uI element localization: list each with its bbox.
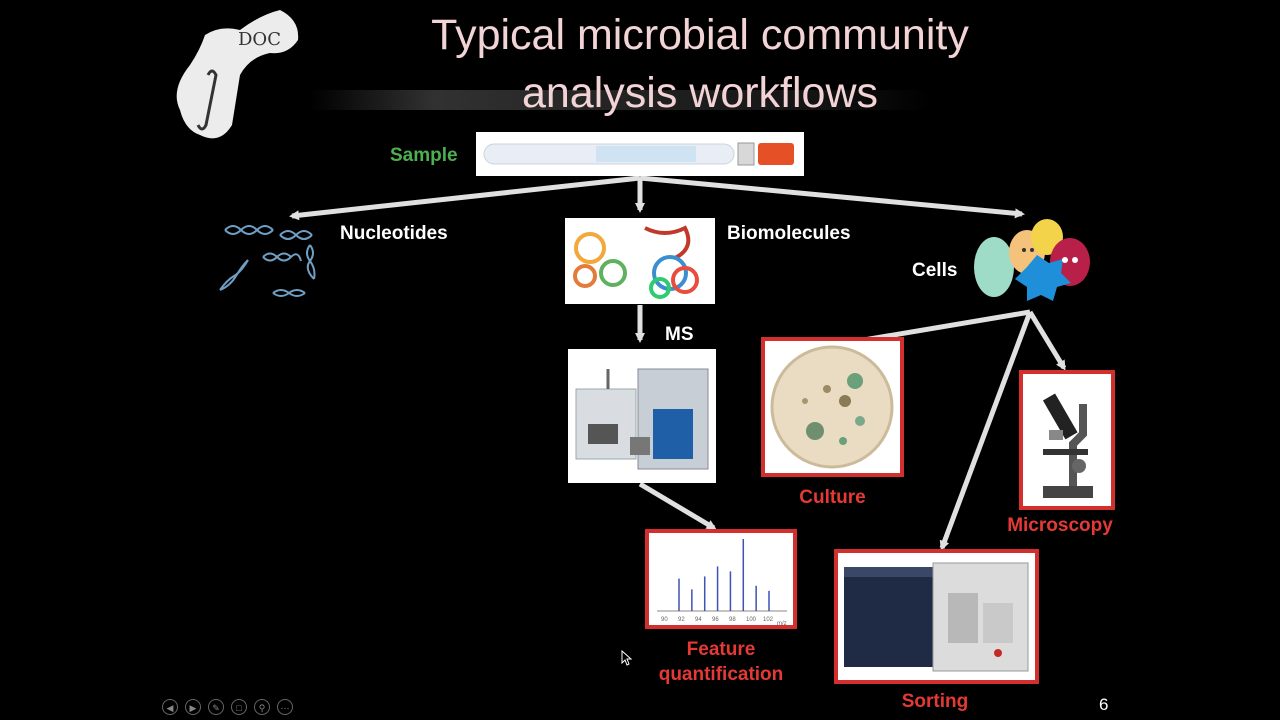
- feature-label-line-1: Feature: [686, 639, 756, 660]
- sorting-label: Sorting: [901, 691, 969, 712]
- title-shadow: [310, 90, 930, 110]
- mouse-cursor-icon: [621, 650, 633, 666]
- cells-label: Cells: [912, 260, 958, 281]
- title-line-2: analysis workflows: [521, 69, 879, 117]
- spectrum-tick-label: 102: [763, 617, 774, 623]
- spectrum-tick-label: 90: [661, 617, 668, 623]
- culture-image-frame: [761, 337, 904, 477]
- presentation-toolbar: ◀ ▶ ✎ □ ⚲ ⋯: [162, 699, 293, 715]
- svg-text:DOC: DOC: [238, 29, 281, 50]
- microscope-image-frame: [1019, 370, 1115, 510]
- feature-label-line-2: quantification: [658, 664, 784, 685]
- sample-tube-image: [476, 132, 804, 176]
- zoom-icon[interactable]: ⚲: [254, 699, 270, 715]
- spectrum-tick-label: 92: [678, 617, 685, 623]
- microscopy-label: Microscopy: [1007, 515, 1113, 536]
- ms-label: MS: [665, 324, 694, 345]
- spectrum-tick-label: 94: [695, 617, 702, 623]
- sorter-image-frame: [834, 549, 1039, 684]
- culture-label: Culture: [799, 487, 866, 508]
- spectrum-unit-label: m/z: [777, 621, 787, 625]
- title-line-1: Typical microbial community: [431, 11, 969, 59]
- spectrum-tick-label: 100: [746, 617, 757, 623]
- biomolecules-image: [565, 218, 715, 304]
- cells-image: [974, 219, 1090, 301]
- prev-icon[interactable]: ◀: [162, 699, 178, 715]
- pen-icon[interactable]: ✎: [208, 699, 224, 715]
- sample-label: Sample: [390, 145, 458, 166]
- slide-number: 6: [1099, 695, 1109, 714]
- more-icon[interactable]: ⋯: [277, 699, 293, 715]
- slide-title: Typical microbial community analysis wor…: [330, 6, 1070, 122]
- mass-spectrometer-image: [568, 349, 716, 483]
- spectrum-tick-label: 98: [729, 617, 736, 623]
- feature-quantification-label: Feature quantification: [640, 637, 802, 687]
- logo: DOC: [160, 5, 305, 150]
- nucleotides-label: Nucleotides: [340, 223, 448, 244]
- spectrum-tick-label: 96: [712, 617, 719, 623]
- next-icon[interactable]: ▶: [185, 699, 201, 715]
- dna-helix-icons: [219, 225, 316, 297]
- slides-icon[interactable]: □: [231, 699, 247, 715]
- biomolecules-label: Biomolecules: [727, 223, 851, 244]
